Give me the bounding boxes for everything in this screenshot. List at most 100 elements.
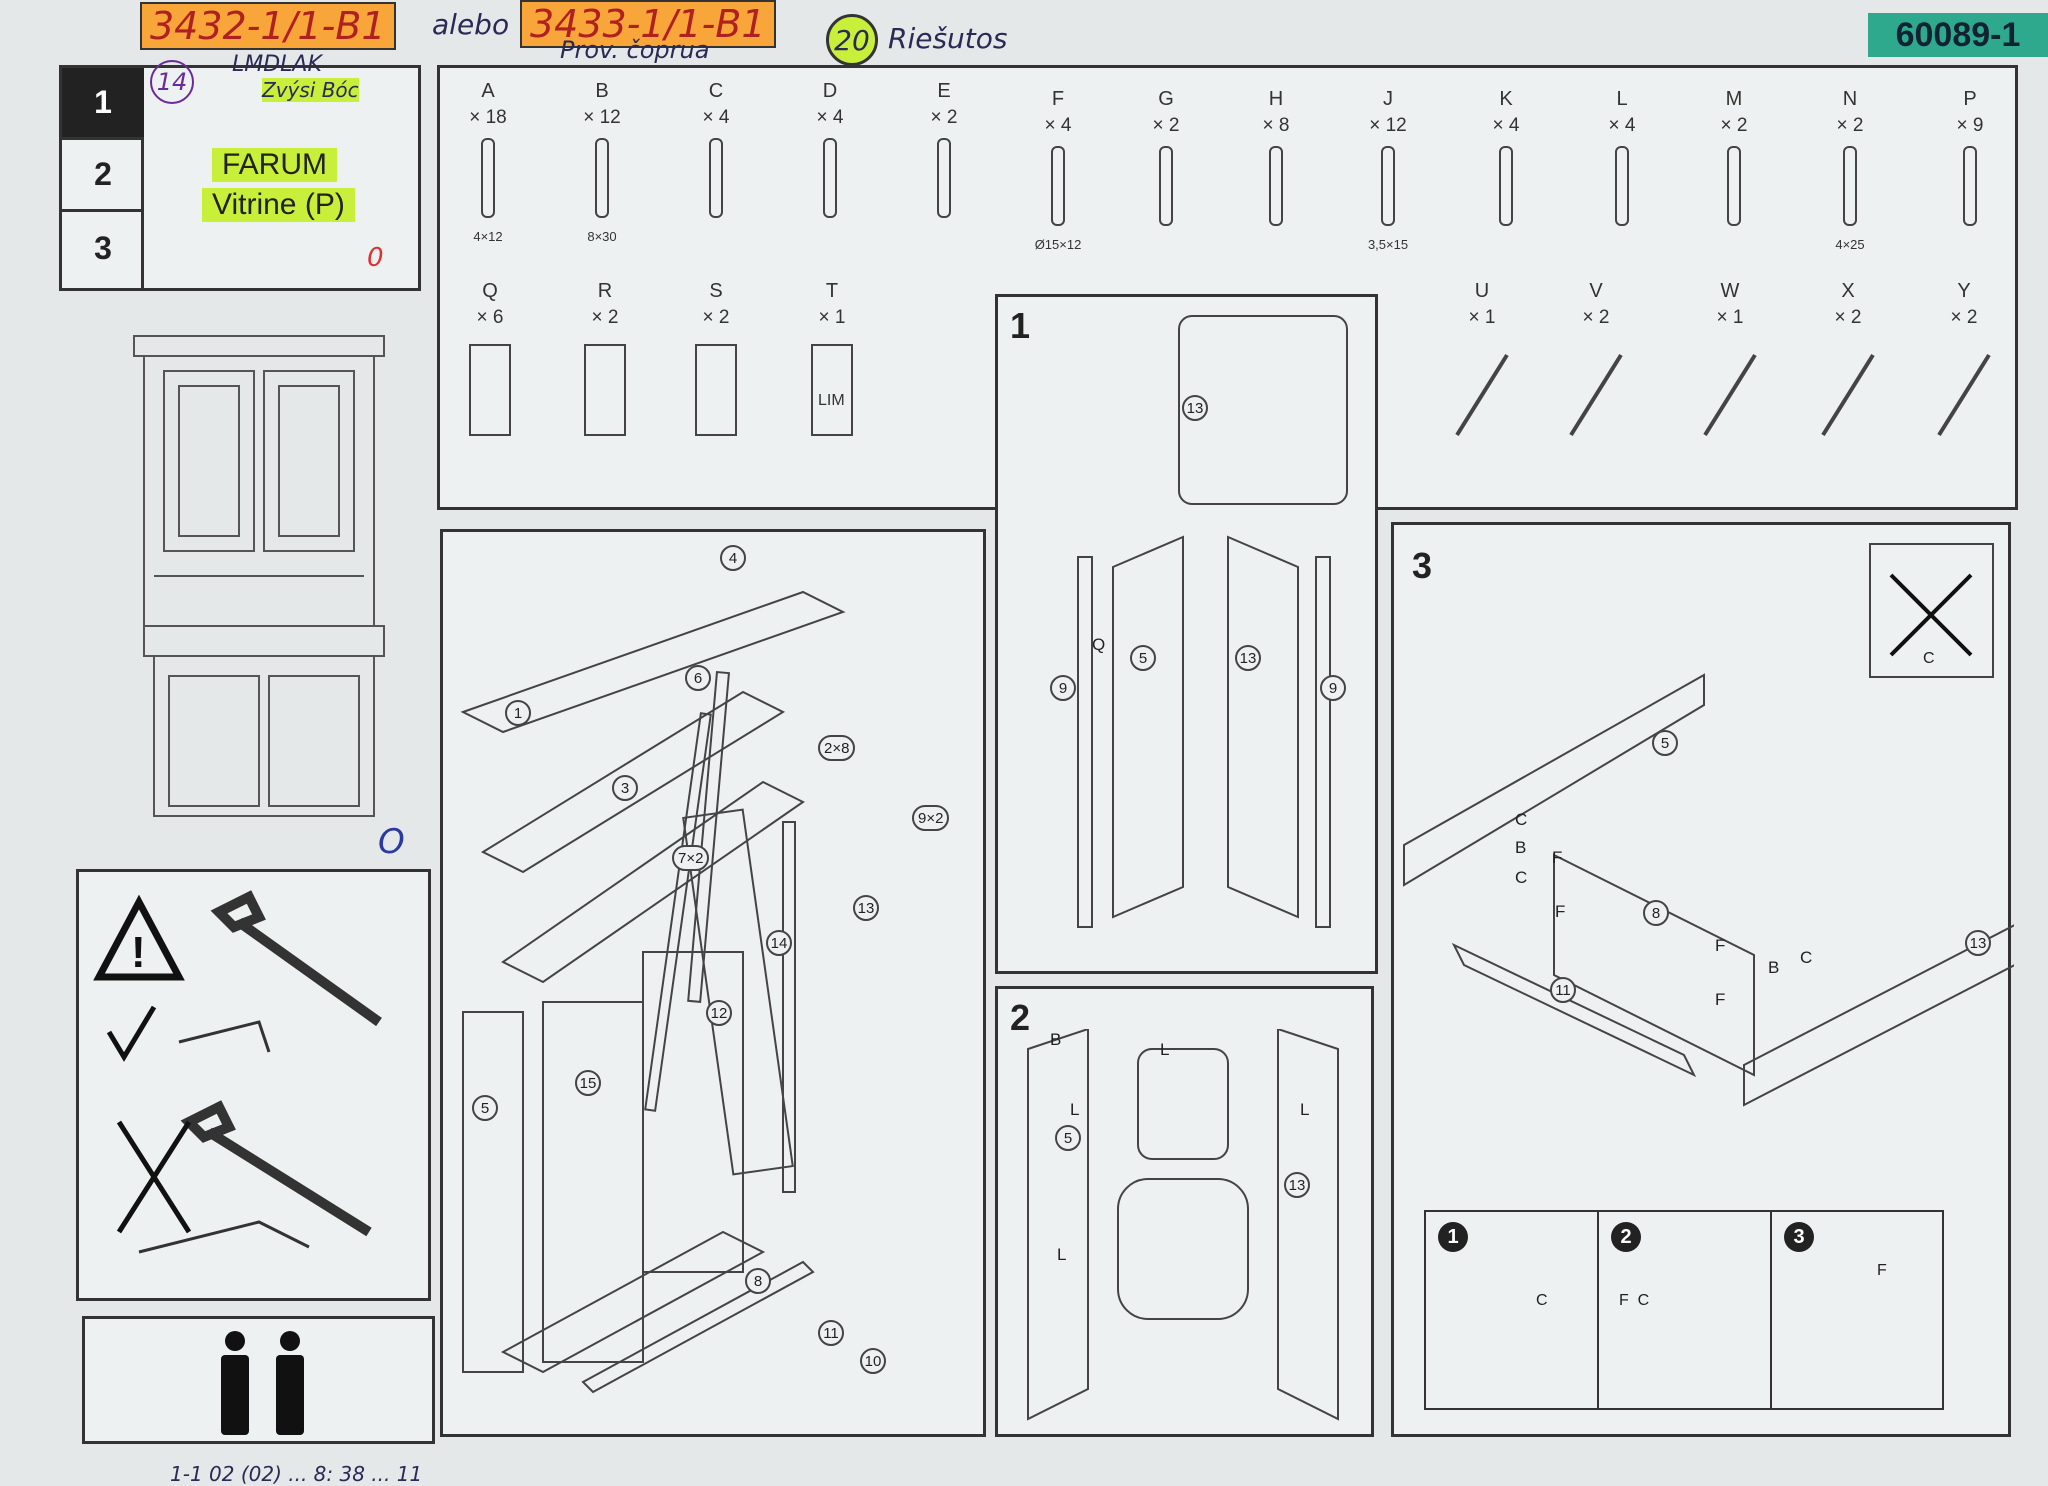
part-callout: 9	[1050, 675, 1076, 701]
part-id: M	[1725, 88, 1743, 110]
part-marker: F	[1715, 990, 1726, 1009]
part-W-icon	[1703, 353, 1757, 437]
part-R: R × 2	[565, 280, 645, 445]
part-U-icon	[1455, 353, 1509, 437]
part-size: 4×25	[1835, 237, 1865, 252]
part-qty: × 18	[469, 107, 507, 128]
part-qty: × 2	[1834, 307, 1862, 328]
part-id: B	[595, 80, 609, 102]
handwritten-or: alebo	[432, 8, 510, 41]
part-X-icon	[1821, 353, 1875, 437]
handwritten-code-2: 3433-1/1-B1	[520, 0, 776, 48]
handwritten-circle: 14	[150, 60, 194, 104]
no-drill-part: C	[1923, 650, 1935, 667]
part-L-icon	[1615, 146, 1629, 226]
part-marker: L	[1070, 1100, 1080, 1119]
handwritten-count: 20	[826, 14, 878, 66]
step-2-number: 2	[1010, 997, 1031, 1038]
part-id: K	[1499, 88, 1513, 110]
part-id: H	[1268, 88, 1284, 110]
part-qty: × 4	[1044, 115, 1072, 136]
step-nav-box: 1 2 3 14 LMDLAK Zvýsi Bóc FARUM Vitrine …	[59, 52, 421, 291]
part-qty: × 4	[816, 107, 844, 128]
part-V-icon	[1569, 353, 1623, 437]
part-size: 4×12	[473, 229, 503, 244]
part-qty: × 1	[1716, 307, 1744, 328]
step-3-number: 3	[1412, 545, 1433, 586]
svg-text:!: !	[131, 928, 146, 977]
step-1-tab[interactable]: 1	[62, 68, 144, 140]
part-H: H × 8	[1236, 88, 1316, 237]
part-C: C× 4	[676, 80, 756, 229]
part-callout: 5	[1652, 730, 1678, 756]
step-1-detail	[1178, 315, 1348, 505]
product-name: Vitrine (P)	[202, 188, 355, 222]
part-qty: × 8	[1262, 115, 1290, 136]
exploded-view	[440, 529, 986, 1437]
part-callout: 7×2	[672, 845, 710, 871]
part-id: S	[709, 280, 723, 302]
no-drill-icon: C	[1869, 543, 1994, 678]
part-qty: × 2	[1720, 115, 1748, 136]
part-D: D × 4	[790, 80, 870, 229]
part-marker: L	[1057, 1245, 1067, 1264]
step-2-drawing	[1027, 1029, 1339, 1421]
part-id: F	[1051, 88, 1065, 110]
part-qty: × 2	[1152, 115, 1180, 136]
part-M-icon	[1727, 146, 1741, 226]
part-id: N	[1842, 88, 1858, 110]
part-callout: 15	[575, 1070, 601, 1096]
two-person-box	[82, 1316, 435, 1444]
part-qty: × 2	[591, 307, 619, 328]
part-W: W× 1	[1690, 280, 1770, 445]
part-S: S× 2	[676, 280, 756, 445]
part-J-icon	[1381, 146, 1395, 226]
part-S-icon	[695, 344, 737, 436]
part-V: V× 2	[1556, 280, 1636, 445]
part-marker: B	[1515, 838, 1527, 857]
part-G-icon	[1159, 146, 1173, 226]
handwritten-zero: 0	[367, 243, 384, 273]
part-id: R	[597, 280, 613, 302]
part-qty: × 4	[1608, 115, 1636, 136]
part-id: V	[1589, 280, 1603, 302]
part-callout: 13	[1284, 1172, 1310, 1198]
part-marker: Q	[1092, 635, 1106, 654]
part-callout: 1	[505, 700, 531, 726]
part-Q-icon	[469, 344, 511, 436]
step-1-panel: 1	[995, 294, 1378, 974]
part-E: E× 2	[904, 80, 984, 229]
part-callout: 13	[853, 895, 879, 921]
step-2-tab[interactable]: 2	[62, 140, 144, 212]
part-E-icon	[937, 138, 951, 218]
part-N-icon	[1843, 146, 1857, 226]
part-marker: F	[1555, 902, 1566, 921]
part-callout: 5	[1130, 645, 1156, 671]
part-marker: L	[1300, 1100, 1310, 1119]
part-callout: 13	[1235, 645, 1261, 671]
part-Q: Q× 6	[450, 280, 530, 445]
part-X: X× 2	[1808, 280, 1888, 445]
part-callout: 11	[818, 1320, 844, 1346]
part-D-icon	[823, 138, 837, 218]
step-3-tab[interactable]: 3	[94, 229, 112, 266]
part-size: 8×30	[587, 229, 617, 244]
part-G: G× 2	[1126, 88, 1206, 237]
part-marker: F	[1715, 936, 1726, 955]
part-T-icon	[811, 344, 853, 436]
part-callout: 13	[1182, 395, 1208, 421]
part-qty: × 2	[1950, 307, 1978, 328]
part-id: D	[822, 80, 838, 102]
part-callout: 10	[860, 1348, 886, 1374]
part-callout: 6	[685, 665, 711, 691]
part-qty: × 12	[1369, 115, 1407, 136]
part-id: P	[1963, 88, 1977, 110]
step-1-drawing	[1077, 535, 1331, 928]
